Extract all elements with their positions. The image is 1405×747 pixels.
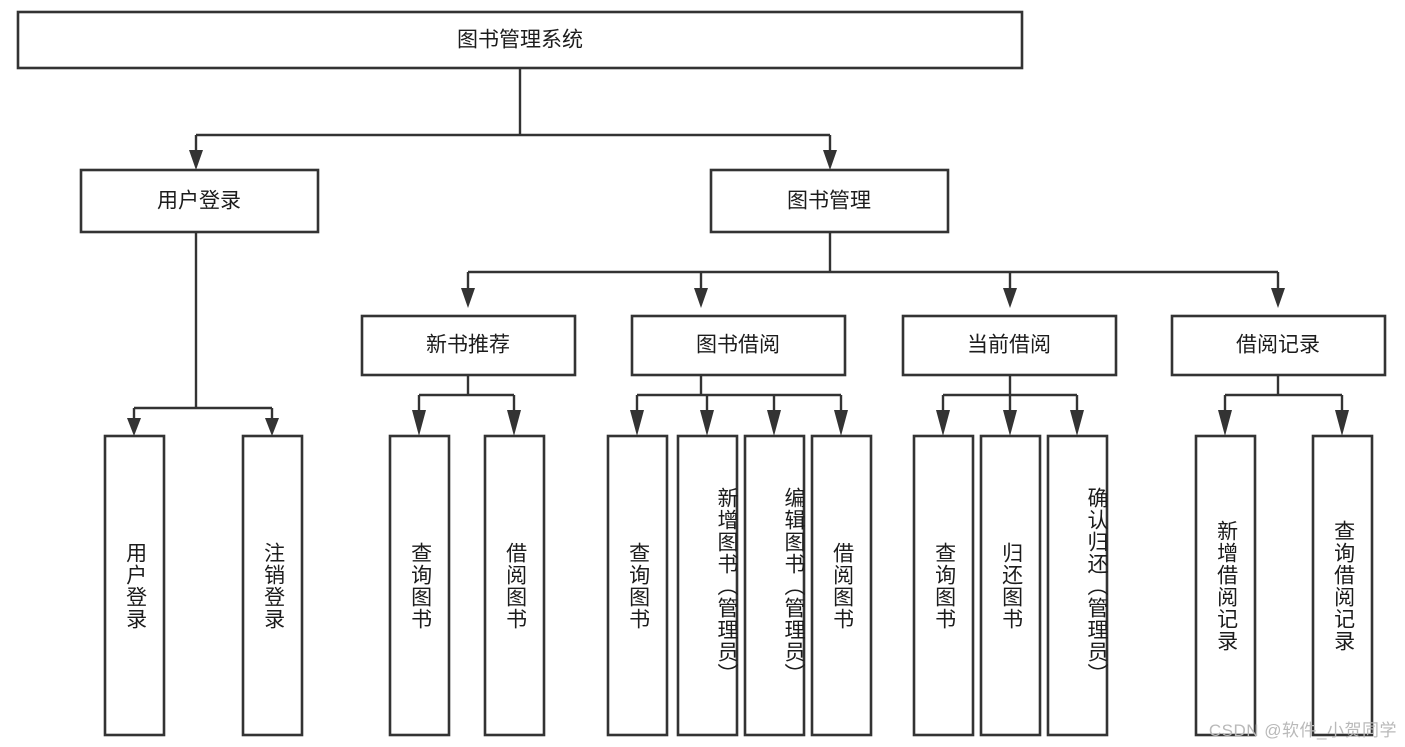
arrow-head-bb-leaf-3 [767, 410, 781, 436]
arrow-head-book-borrow [694, 288, 708, 308]
leaf-box-br-1[interactable] [1194, 434, 1257, 737]
node-borrow-record-label: 借阅记录 [1236, 334, 1320, 357]
arrow-head-cb-leaf-1 [936, 410, 950, 436]
leaf-box-cb-1[interactable] [912, 434, 975, 737]
node-root-system-label: 图书管理系统 [457, 29, 583, 52]
leaf-boxes-user-login [103, 434, 304, 737]
arrow-head-cb-leaf-2 [1003, 410, 1017, 436]
leaf-box-bb-3[interactable] [743, 434, 806, 737]
node-book-borrow-box[interactable] [630, 314, 847, 377]
arrow-head-nbr-leaf-1 [412, 410, 426, 436]
connector-group-current-borrow [936, 375, 1084, 436]
node-borrow-record-box[interactable] [1170, 314, 1387, 377]
connector-group-book-borrow [630, 375, 848, 436]
arrow-head-cb-leaf-3 [1070, 410, 1084, 436]
node-current-borrow[interactable]: 当前借阅 [901, 314, 1118, 377]
arrow-head-br-leaf-2 [1335, 410, 1349, 436]
node-book-borrow-label: 图书借阅 [696, 334, 780, 357]
node-book-manage-label: 图书管理 [787, 190, 871, 213]
arrow-head-new-book-recommend [461, 288, 475, 308]
watermark-text: CSDN @软件_小贺同学 [1208, 721, 1397, 740]
connector-group-borrow-record [1218, 375, 1349, 436]
node-book-manage[interactable]: 图书管理 [709, 168, 950, 234]
arrow-head-current-borrow [1003, 288, 1017, 308]
arrow-head-user-login-leaf-2 [265, 418, 279, 436]
arrow-head-br-leaf-1 [1218, 410, 1232, 436]
leaf-box-user-login-1[interactable] [103, 434, 166, 737]
leaf-box-cb-2[interactable] [979, 434, 1042, 737]
node-borrow-record[interactable]: 借阅记录 [1170, 314, 1387, 377]
leaf-box-bb-4[interactable] [810, 434, 873, 737]
leaf-box-cb-3[interactable] [1046, 434, 1109, 737]
node-root-system[interactable]: 图书管理系统 [16, 10, 1024, 70]
leaf-boxes-new-book-recommend [388, 434, 546, 737]
node-current-borrow-label: 当前借阅 [967, 334, 1051, 357]
node-book-borrow[interactable]: 图书借阅 [630, 314, 847, 377]
arrow-head-book-manage [823, 150, 837, 170]
leaf-box-bb-1[interactable] [606, 434, 669, 737]
connector-group-new-book-recommend [412, 375, 521, 436]
arrow-head-user-login-leaf-1 [127, 418, 141, 436]
arrow-head-bb-leaf-2 [700, 410, 714, 436]
connector-group-root [189, 68, 837, 170]
node-user-login-label: 用户登录 [157, 190, 241, 213]
node-new-book-recommend-box[interactable] [360, 314, 577, 377]
leaf-boxes-book-borrow [606, 434, 873, 737]
leaf-box-br-2[interactable] [1311, 434, 1374, 737]
leaf-boxes-borrow-record [1194, 434, 1374, 737]
arrow-head-user-login [189, 150, 203, 170]
arrow-head-bb-leaf-4 [834, 410, 848, 436]
arrow-head-bb-leaf-1 [630, 410, 644, 436]
leaf-boxes-current-borrow [912, 434, 1109, 737]
arrow-head-borrow-record [1271, 288, 1285, 308]
leaf-box-nbr-2[interactable] [483, 434, 546, 737]
node-book-manage-box[interactable] [709, 168, 950, 234]
leaf-box-user-login-2[interactable] [241, 434, 304, 737]
node-current-borrow-box[interactable] [901, 314, 1118, 377]
leaf-box-nbr-1[interactable] [388, 434, 451, 737]
node-root-system-box[interactable] [16, 10, 1024, 70]
node-new-book-recommend-label: 新书推荐 [426, 334, 510, 357]
arrow-head-nbr-leaf-2 [507, 410, 521, 436]
node-user-login-box[interactable] [79, 168, 320, 234]
leaf-box-bb-2[interactable] [676, 434, 739, 737]
node-new-book-recommend[interactable]: 新书推荐 [360, 314, 577, 377]
connector-group-user-login [127, 232, 279, 436]
connector-group-book-manage [461, 232, 1285, 308]
node-user-login[interactable]: 用户登录 [79, 168, 320, 234]
